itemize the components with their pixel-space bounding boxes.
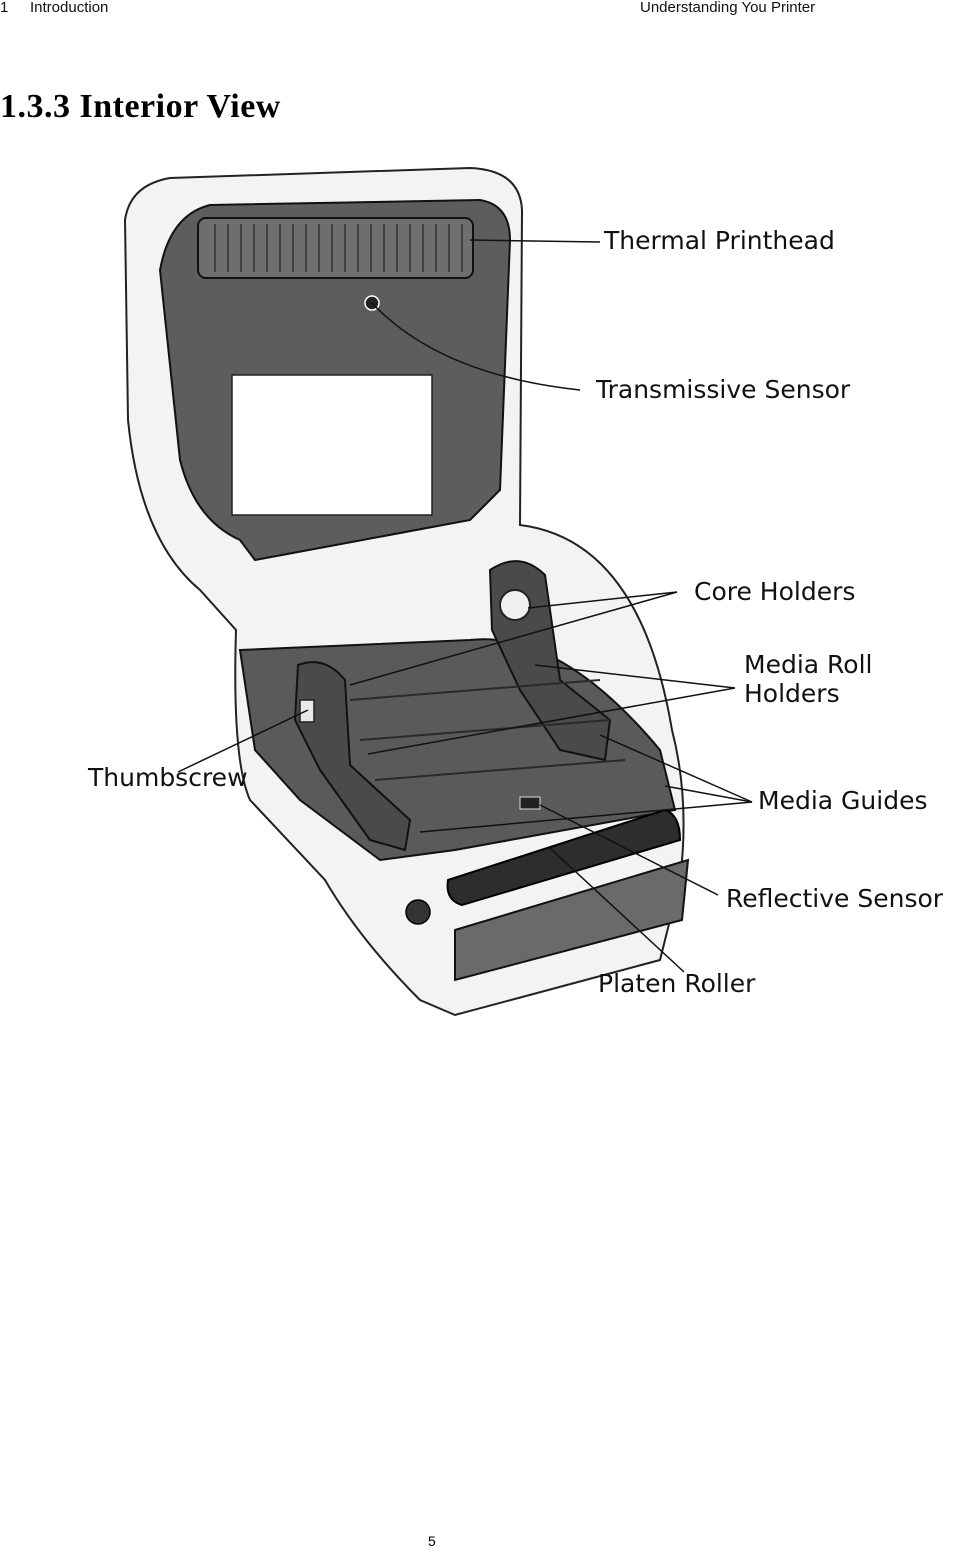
- label-platen-roller: Platen Roller: [598, 969, 756, 998]
- label-thumbscrew: Thumbscrew: [88, 763, 248, 792]
- label-media-roll-holders-line1: Media Roll: [744, 650, 873, 679]
- label-thermal-printhead: Thermal Printhead: [604, 226, 835, 255]
- label-media-guides: Media Guides: [758, 786, 928, 815]
- label-media-roll-holders: Media Roll Holders: [744, 650, 873, 709]
- printer-interior-illustration: [123, 166, 753, 1017]
- page-number: 5: [428, 1533, 436, 1549]
- running-header-left: 1 Introduction: [0, 0, 108, 16]
- section-title: 1.3.3 Interior View: [0, 88, 281, 125]
- running-header-right: Understanding You Printer: [640, 0, 816, 16]
- label-media-roll-holders-line2: Holders: [744, 678, 840, 708]
- chapter-title: Introduction: [30, 0, 109, 16]
- label-transmissive-sensor: Transmissive Sensor: [596, 375, 851, 404]
- label-core-holders: Core Holders: [694, 577, 856, 606]
- label-reflective-sensor: Reflective Sensor: [726, 884, 944, 913]
- printer-interior-figure: Thermal Printhead Transmissive Sensor Co…: [0, 160, 954, 1040]
- chapter-number: 1: [0, 0, 9, 16]
